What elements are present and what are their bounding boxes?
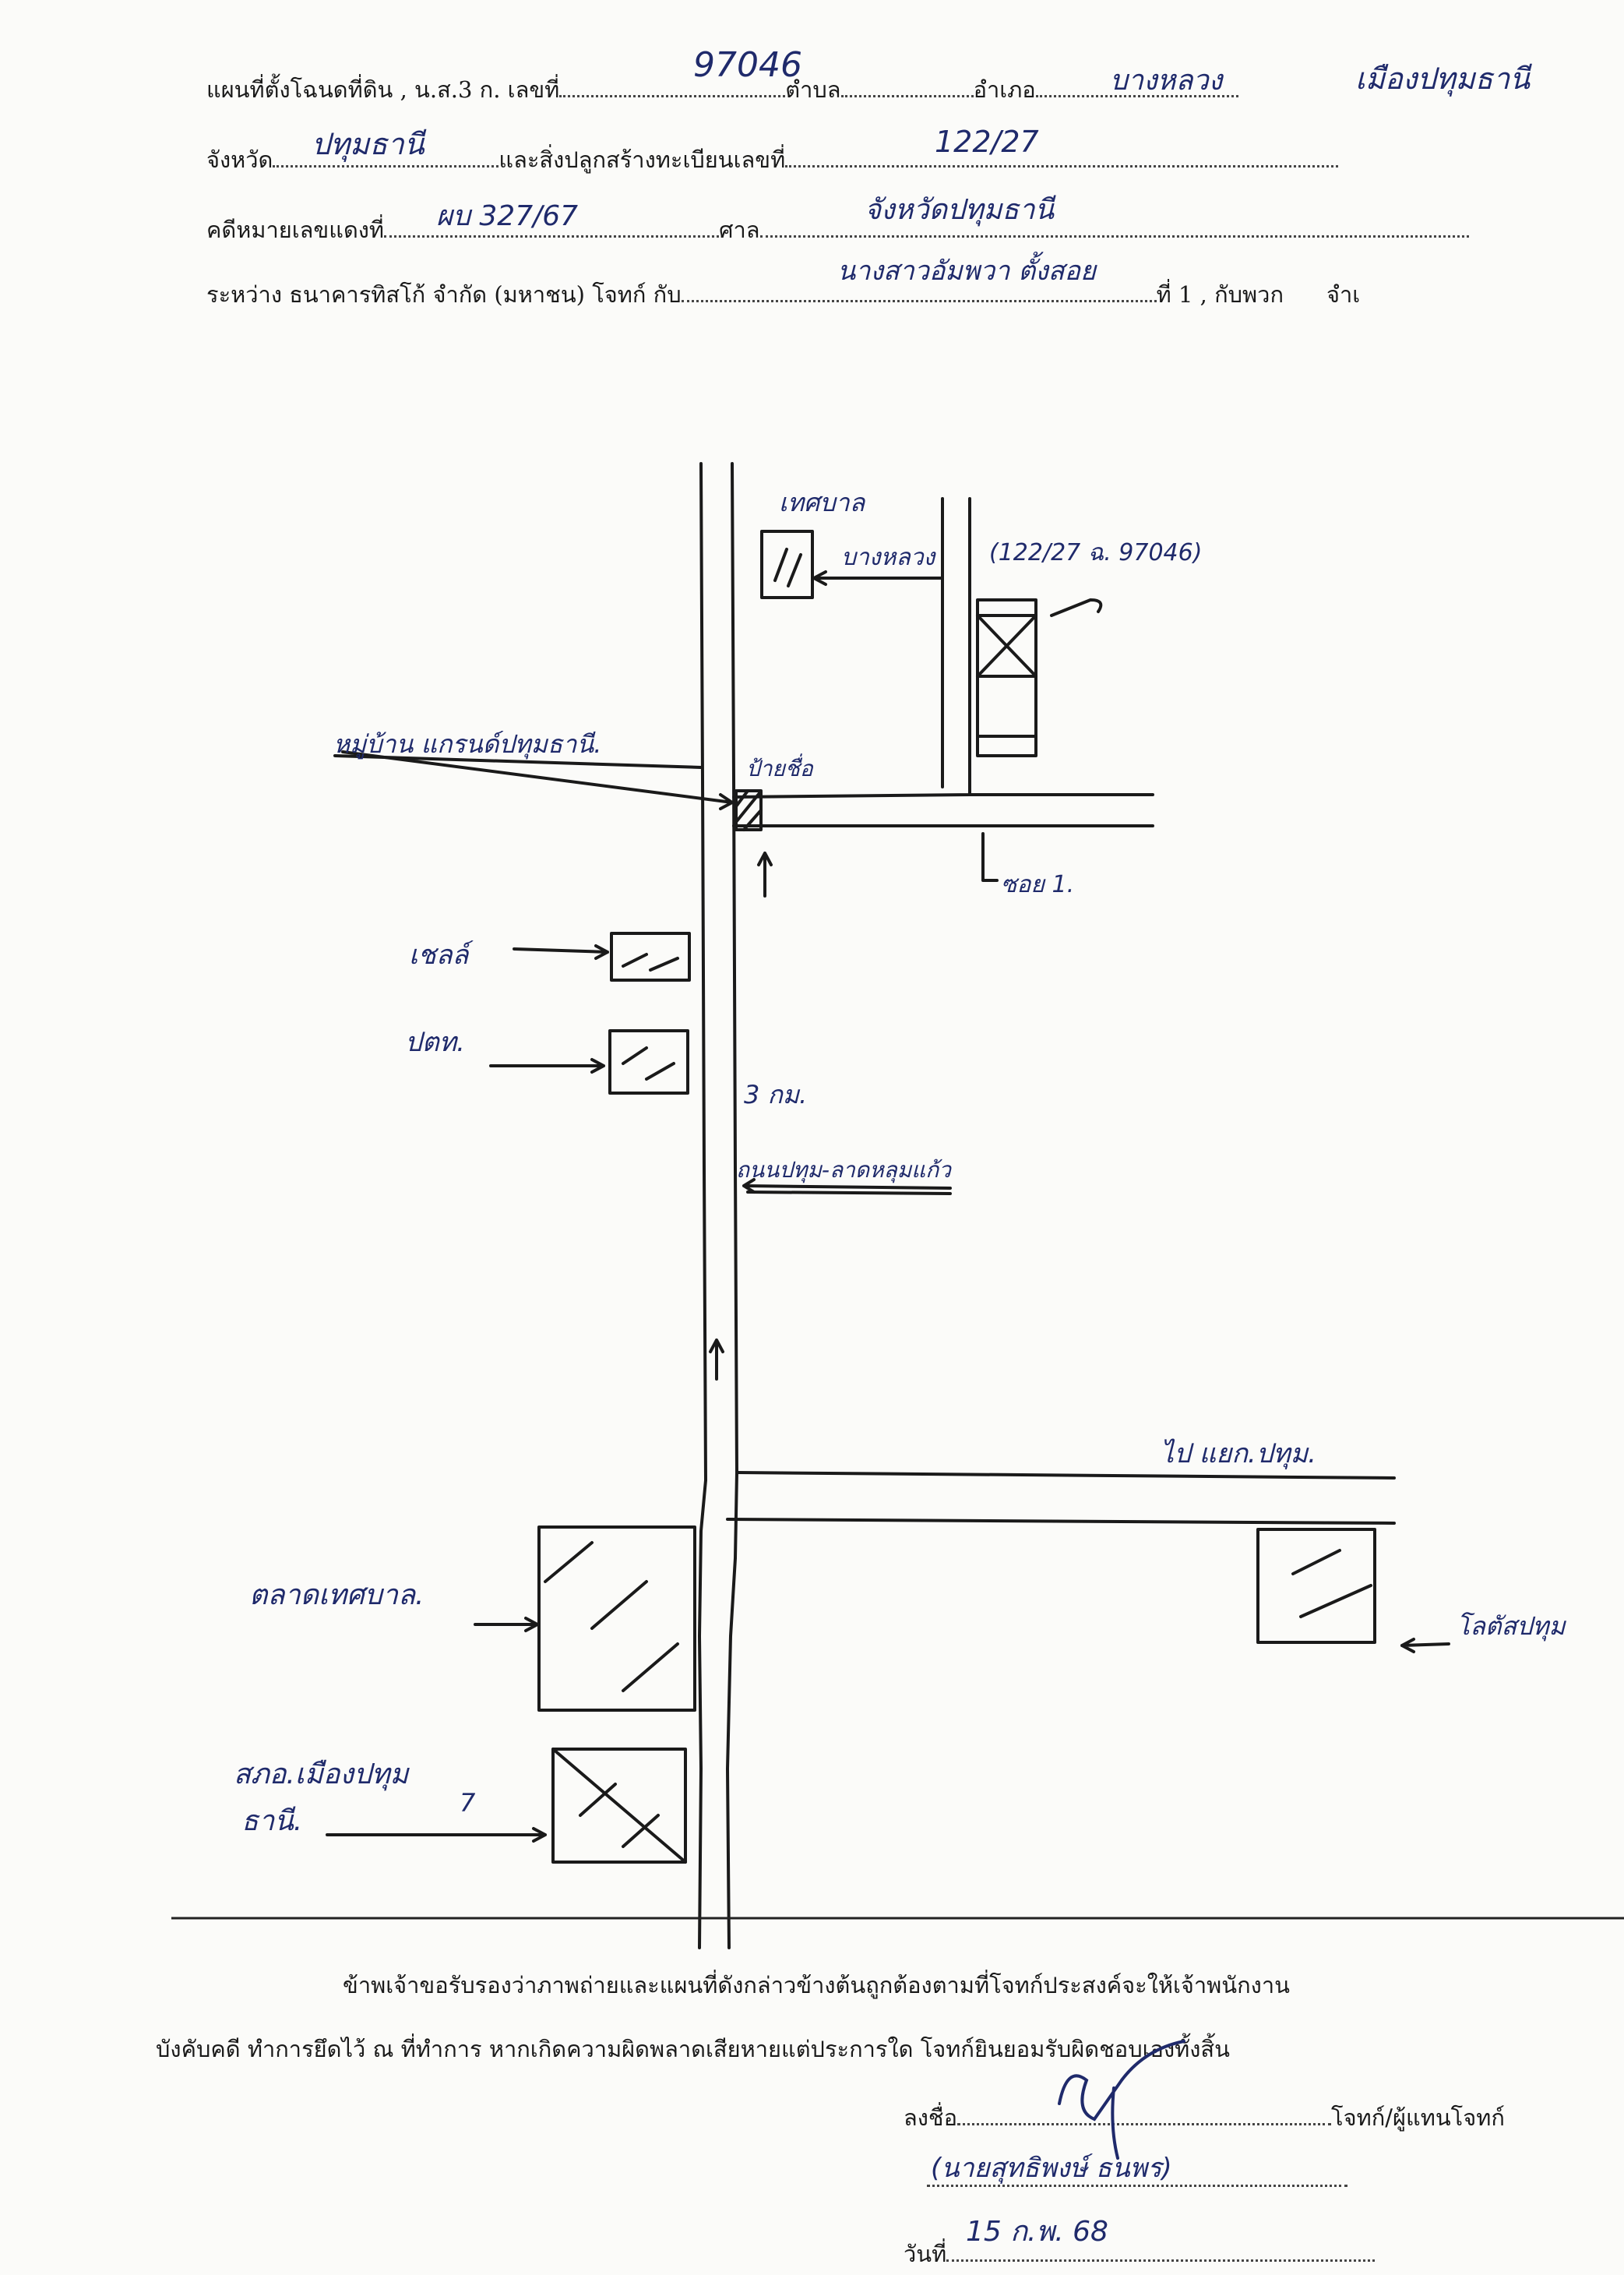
- school-building: [760, 530, 814, 599]
- deed-label: แผนที่ตั้งโฉนดที่ดิน , น.ส.3 ก. เลขที่: [206, 76, 560, 103]
- target-plot-box: [976, 614, 1037, 678]
- cutoff-text: จำเ: [1326, 281, 1361, 308]
- shell-station-hatch: [622, 953, 679, 972]
- arrow-shell: [513, 944, 609, 960]
- road-label: ถนนปทุม-ลาดหลุมแก้ว: [736, 1157, 951, 1183]
- village-label: หมู่บ้าน แกรนด์ปทุมธานี.: [333, 729, 602, 759]
- school-label: เทศบาล: [779, 488, 865, 517]
- police-label-line1: สภอ.เมืองปทุม: [234, 1758, 409, 1790]
- certification-line-2: บังคับคดี ทำการยึดไว้ ณ ที่ทำการ หากเกิด…: [156, 2036, 1230, 2062]
- deed-number-value: 97046: [693, 45, 802, 85]
- distance-label: 3 กม.: [744, 1080, 808, 1109]
- arrow-target: [1050, 598, 1103, 617]
- date-line: วันที่: [904, 2236, 1376, 2272]
- form-line-3: คดีหมายเลขแดงที่ ศาล: [206, 212, 1469, 248]
- school-building-hatch: [773, 548, 802, 587]
- arrow-lotus: [1400, 1638, 1450, 1653]
- market-block: [537, 1525, 696, 1712]
- province-label: จังหวัด: [206, 146, 273, 173]
- defendant-value: นางสาวอัมพวา ตั้งสอย: [837, 256, 1096, 287]
- building-label: และสิ่งปลูกสร้างทะเบียนเลขที่: [498, 146, 786, 173]
- arrow-bangluang: [812, 570, 944, 586]
- market-label: ตลาดเทศบาล.: [249, 1579, 424, 1611]
- ptt-station-hatch: [622, 1046, 675, 1081]
- ptt-station-box: [608, 1029, 689, 1095]
- tambon-label: ตำบล: [785, 76, 841, 103]
- certification-line-1: ข้าพเจ้าขอรับรองว่าภาพถ่ายและแผนที่ดังกล…: [343, 1972, 1290, 1998]
- soi-pointer: [981, 832, 999, 882]
- bangluang-label: บางหลวง: [841, 544, 935, 571]
- province-value: ปทุมธานี: [312, 127, 424, 161]
- police-hatch: [551, 1748, 687, 1864]
- police-block: [551, 1748, 687, 1864]
- to-junction-label: ไป แยก.ปทุม.: [1161, 1438, 1316, 1469]
- form-line-1: แผนที่ตั้งโฉนดที่ดิน , น.ส.3 ก. เลขที่ ตำ…: [206, 72, 1238, 108]
- signer-name-line: [927, 2166, 1347, 2192]
- lotus-label: โลตัสปทุม: [1457, 1611, 1566, 1641]
- case-label: คดีหมายเลขแดงที่: [206, 217, 385, 243]
- arrow-north-up: [757, 852, 773, 898]
- police-label-line2: ธานี.: [241, 1805, 303, 1837]
- target-plot-cross: [976, 614, 1037, 678]
- sign-label: ลงชื่อ: [904, 2104, 958, 2131]
- arrow-road: [742, 1178, 952, 1194]
- soi-label: ซอย 1.: [1001, 871, 1075, 898]
- signature-line: ลงชื่อ โจทก์/ผู้แทนโจทก์: [904, 2100, 1505, 2136]
- court-label: ศาล: [719, 217, 760, 243]
- amphoe-value: เมืองปทุมธานี: [1355, 62, 1531, 96]
- lotus-hatch: [1291, 1549, 1372, 1618]
- police-mark: 7: [460, 1788, 476, 1818]
- tambon-value: บางหลวง: [1110, 65, 1223, 97]
- market-hatch: [544, 1541, 679, 1692]
- court-value: จังหวัดปทุมธานี: [865, 194, 1055, 226]
- building-number-value: 122/27: [935, 125, 1039, 159]
- shell-station-box: [610, 932, 691, 982]
- signature-scribble: [1058, 2040, 1185, 2160]
- target-label: (122/27 ฉ. 97046): [989, 539, 1203, 566]
- main-road-left-edge: [698, 462, 707, 1949]
- amphoe-label: อำเภอ: [973, 76, 1036, 103]
- road-underline: [746, 1190, 952, 1195]
- cross-road-bottom-edge: [726, 1518, 1396, 1525]
- main-road-right-edge: [726, 462, 738, 1949]
- village-sign-hatch: [734, 789, 763, 831]
- case-number-value: ผบ 327/67: [436, 200, 579, 232]
- arrow-market: [474, 1617, 539, 1632]
- form-line-2: จังหวัด และสิ่งปลูกสร้างทะเบียนเลขที่: [206, 142, 1339, 178]
- cross-road-top-edge: [735, 1471, 1396, 1480]
- arrow-ptt: [489, 1058, 605, 1074]
- arrow-main-up: [709, 1339, 724, 1381]
- date-value: 15 ก.พ. 68: [966, 2216, 1108, 2248]
- sign-role: โจทก์/ผู้แทนโจทก์: [1331, 2104, 1505, 2131]
- village-underline: [333, 754, 703, 769]
- arrow-police: [326, 1827, 547, 1843]
- shell-label: เชลล์: [409, 940, 469, 971]
- arrow-village: [341, 750, 734, 810]
- date-label: วันที่: [904, 2241, 947, 2267]
- between-label: ระหว่าง ธนาคารทิสโก้ จำกัด (มหาชน) โจทก์…: [206, 281, 682, 308]
- lotus-block: [1256, 1528, 1376, 1644]
- form-line-4: ระหว่าง ธนาคารทิสโก้ จำกัด (มหาชน) โจทก์…: [206, 277, 1360, 312]
- ptt-label: ปตท.: [405, 1027, 465, 1058]
- signer-name: (นายสุทธิพงษ์ ธนพร): [931, 2153, 1172, 2184]
- suffix-label: ที่ 1 , กับพวก: [1156, 281, 1284, 308]
- sign-label: ป้ายชื่อ: [746, 756, 813, 781]
